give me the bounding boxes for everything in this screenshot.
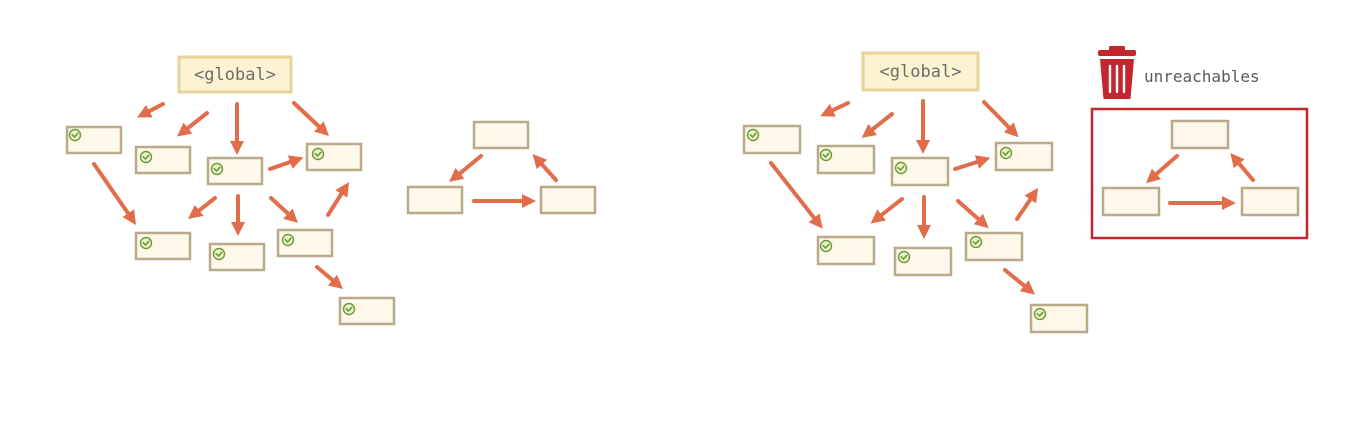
check-circle-icon: [819, 148, 833, 162]
object-node: [276, 228, 334, 258]
reference-arrow: [269, 196, 298, 223]
object-node: [305, 142, 363, 172]
reference-arrow: [230, 102, 244, 155]
unreachables-frame: [1090, 107, 1309, 240]
check-circle-icon: [999, 146, 1013, 160]
isolated-object-node: [472, 120, 530, 150]
reference-arrow: [1168, 196, 1236, 210]
object-node: [816, 144, 876, 175]
reference-arrow: [956, 199, 989, 229]
trash-icon: [1098, 46, 1136, 99]
check-circle-icon: [819, 239, 833, 253]
reference-arrow: [472, 194, 536, 208]
check-circle-icon: [969, 235, 983, 249]
reference-arrow: [92, 162, 136, 225]
reference-arrow: [982, 100, 1019, 138]
left-diagram: <global>: [65, 55, 597, 326]
check-circle-icon: [139, 150, 153, 164]
isolated-object-node: [406, 185, 464, 215]
reference-arrow: [916, 99, 930, 154]
reference-arrow: [292, 101, 329, 136]
reference-arrow: [1015, 187, 1039, 221]
right-diagram: <global> unreachables: [742, 46, 1309, 334]
unreachable-object-node: [1240, 186, 1300, 217]
object-node: [134, 231, 192, 261]
reference-arrow: [1230, 153, 1255, 182]
object-node: [816, 235, 876, 266]
reference-arrow: [532, 154, 558, 182]
global-node: <global>: [177, 55, 293, 94]
reference-arrow: [820, 101, 850, 117]
reference-arrow: [1003, 268, 1035, 295]
check-circle-icon: [281, 233, 295, 247]
reference-arrow: [917, 195, 931, 239]
check-circle-icon: [342, 302, 356, 316]
object-node: [65, 125, 123, 155]
check-circle-icon: [311, 147, 325, 161]
unreachables-label: unreachables: [1144, 67, 1260, 86]
unreachable-object-node: [1101, 186, 1161, 217]
reference-arrow: [326, 182, 349, 217]
check-circle-icon: [68, 128, 82, 142]
global-label: <global>: [880, 62, 962, 82]
object-node: [206, 156, 264, 186]
object-node: [208, 242, 266, 272]
reference-arrow: [953, 155, 991, 171]
reference-arrow: [315, 265, 343, 289]
reference-arrow: [137, 102, 165, 118]
unreachable-object-node: [1170, 119, 1230, 150]
object-node: [964, 231, 1024, 262]
object-node: [134, 145, 192, 175]
reference-arrow: [231, 194, 245, 236]
object-node: [890, 156, 950, 187]
reference-arrow: [268, 155, 304, 171]
check-circle-icon: [1033, 307, 1047, 321]
reference-arrow: [870, 197, 904, 224]
isolated-object-node: [539, 185, 597, 215]
object-node: [893, 246, 953, 277]
reference-arrow: [188, 196, 217, 219]
reference-arrow: [449, 154, 483, 182]
object-node: [1029, 303, 1089, 334]
object-node: [742, 124, 802, 155]
reference-arrow: [861, 112, 894, 138]
reference-arrow: [769, 161, 823, 229]
reference-arrow: [1146, 154, 1179, 184]
check-circle-icon: [212, 247, 226, 261]
check-circle-icon: [746, 128, 760, 142]
check-circle-icon: [139, 236, 153, 250]
reference-arrow: [177, 111, 209, 137]
object-node: [338, 296, 396, 326]
global-label: <global>: [194, 65, 276, 85]
check-circle-icon: [210, 162, 224, 176]
check-circle-icon: [894, 161, 908, 175]
global-node: <global>: [861, 51, 980, 92]
object-node: [994, 141, 1054, 172]
check-circle-icon: [897, 250, 911, 264]
